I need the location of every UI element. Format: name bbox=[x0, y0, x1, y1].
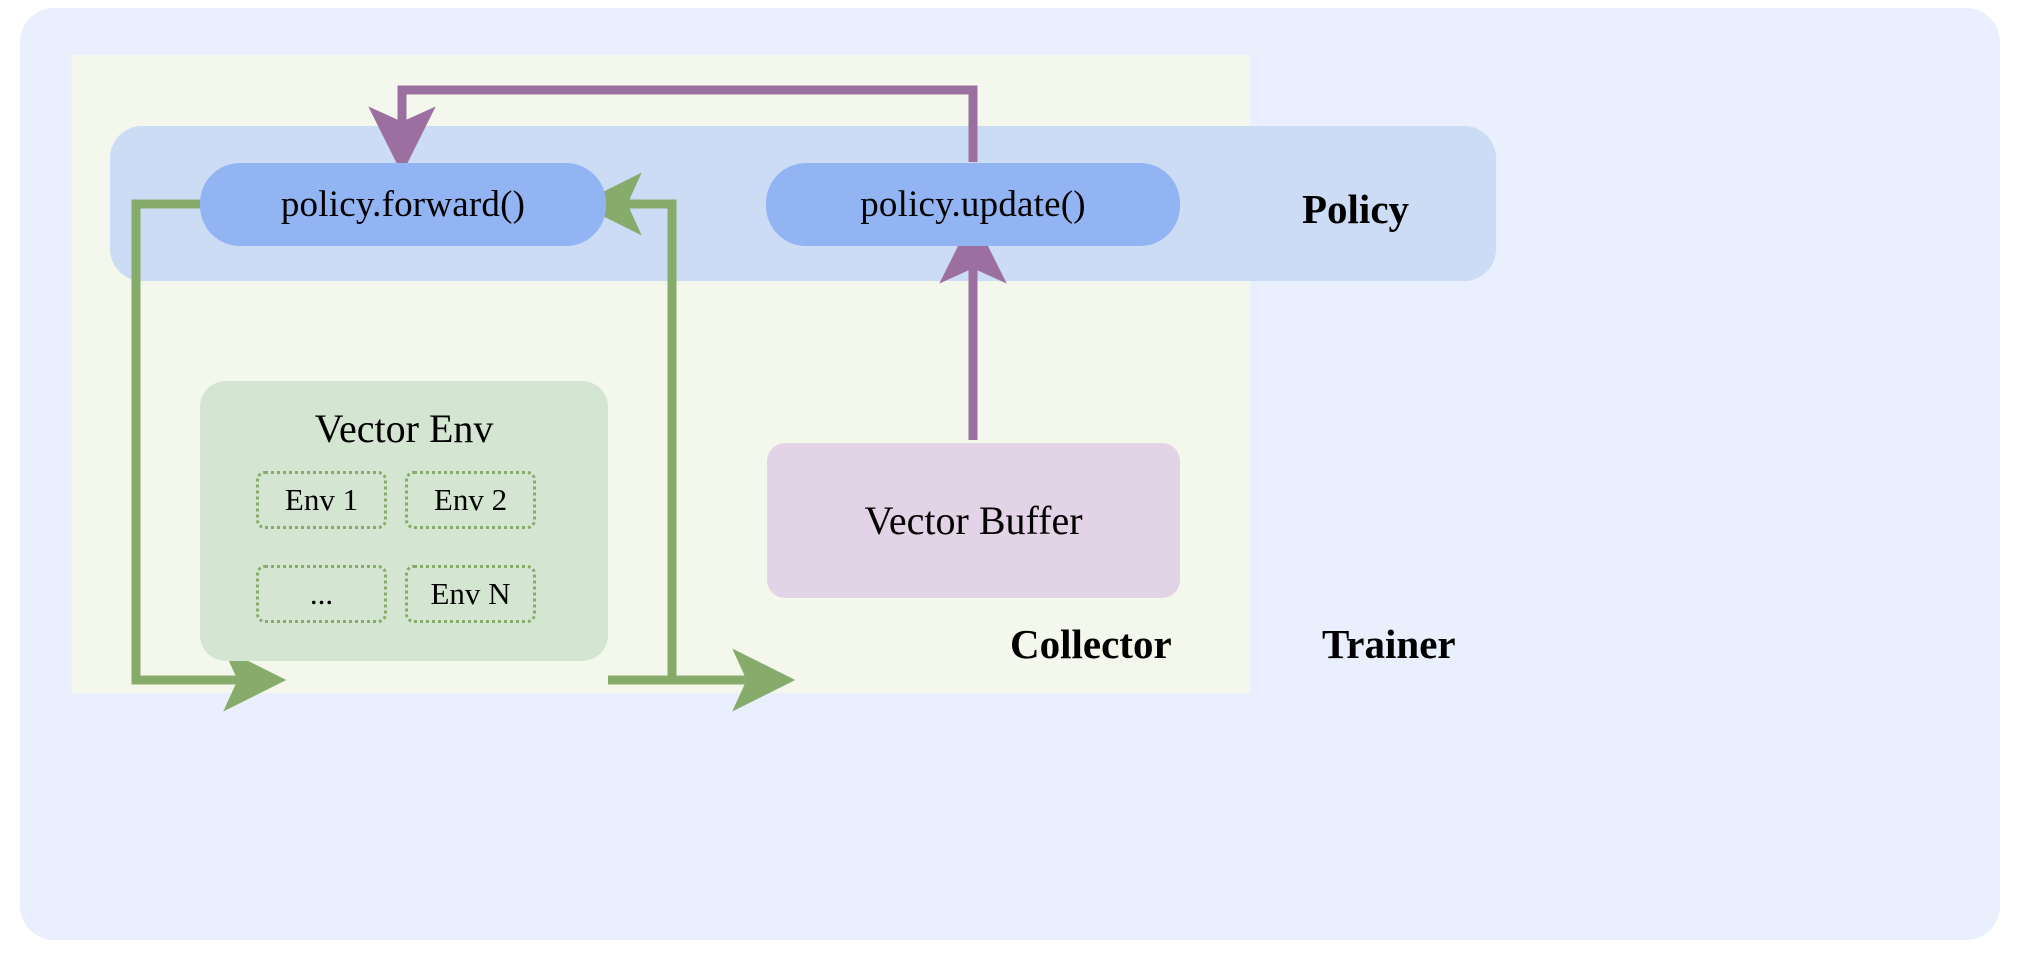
env-grid: Env 1 Env 2 ... Env N bbox=[256, 471, 556, 623]
trainer-container-label: Trainer bbox=[1322, 621, 1456, 667]
node-vector-buffer[interactable]: Vector Buffer bbox=[767, 443, 1180, 598]
env-cell-1-label: Env 1 bbox=[284, 482, 359, 517]
node-policy-forward-label: policy.forward() bbox=[280, 184, 526, 225]
env-cell-1[interactable]: Env 1 bbox=[256, 471, 387, 529]
collector-container-label: Collector bbox=[1010, 621, 1172, 667]
env-cell-n[interactable]: Env N bbox=[405, 565, 536, 623]
node-vector-env-label: Vector Env bbox=[314, 406, 494, 451]
node-policy-forward[interactable]: policy.forward() bbox=[200, 163, 606, 246]
node-policy-update[interactable]: policy.update() bbox=[766, 163, 1180, 246]
node-policy-update-label: policy.update() bbox=[860, 184, 1086, 225]
node-vector-buffer-label: Vector Buffer bbox=[864, 498, 1083, 543]
env-cell-ellipsis-label: ... bbox=[309, 576, 334, 611]
policy-container-label: Policy bbox=[1302, 186, 1410, 232]
env-cell-2[interactable]: Env 2 bbox=[405, 471, 536, 529]
env-cell-ellipsis[interactable]: ... bbox=[256, 565, 387, 623]
env-cell-n-label: Env N bbox=[430, 576, 511, 611]
env-cell-2-label: Env 2 bbox=[433, 482, 508, 517]
node-vector-env[interactable]: Vector Env Env 1 Env 2 ... Env N bbox=[200, 381, 608, 661]
